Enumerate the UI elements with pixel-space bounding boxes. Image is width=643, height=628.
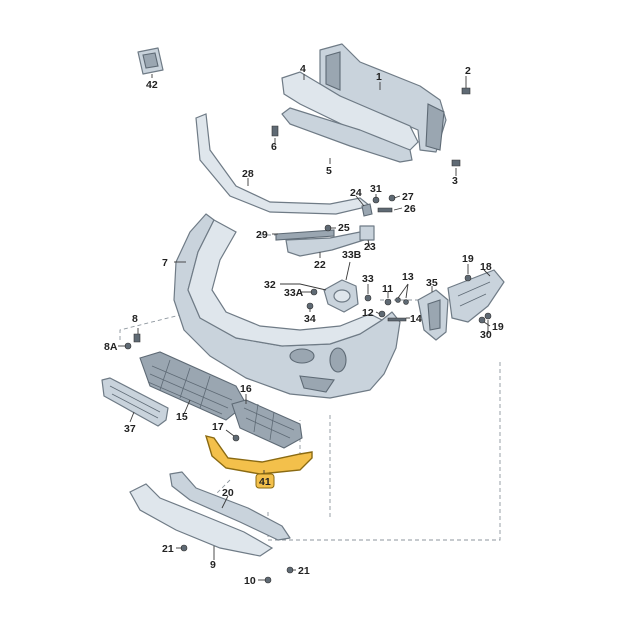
part-17-screw[interactable]: [232, 434, 240, 442]
part-42-clip[interactable]: [137, 47, 164, 75]
callout-21-left[interactable]: 21: [162, 543, 174, 555]
part-3-screw[interactable]: [451, 159, 461, 167]
part-23-clip[interactable]: [359, 225, 375, 241]
part-14-strip[interactable]: [387, 317, 407, 322]
part-33b-fog-bracket[interactable]: [323, 279, 359, 313]
callout-35[interactable]: 35: [426, 277, 438, 289]
part-37-grille-insert[interactable]: [101, 377, 169, 427]
callout-23[interactable]: 23: [364, 241, 376, 253]
callout-28[interactable]: 28: [242, 168, 254, 180]
callout-labels: 42 1 2 3 4 5 6 28 7 24 31 27 26 25 29 22…: [104, 63, 504, 587]
part-9-underbody[interactable]: [129, 483, 274, 557]
part-16-side-grille[interactable]: [231, 399, 303, 449]
callout-2[interactable]: 2: [465, 65, 471, 77]
callout-5[interactable]: 5: [326, 165, 332, 177]
part-4-absorber[interactable]: [281, 71, 419, 151]
callout-21-right[interactable]: 21: [298, 565, 310, 577]
callout-33[interactable]: 33: [362, 273, 374, 285]
part-7-bumper-cover[interactable]: [173, 213, 401, 399]
callout-29[interactable]: 29: [256, 229, 268, 241]
part-20-lower-spoiler[interactable]: [169, 471, 291, 541]
callout-32[interactable]: 32: [264, 279, 276, 291]
part-29-strip[interactable]: [275, 229, 335, 241]
callout-14[interactable]: 14: [410, 313, 422, 325]
part-18-bracket[interactable]: [447, 269, 505, 323]
callout-8[interactable]: 8: [132, 313, 138, 325]
part-19-screw-bottom[interactable]: [478, 316, 486, 324]
part-11-clip[interactable]: [384, 298, 392, 306]
callout-41[interactable]: 41: [259, 476, 271, 488]
part-2-screw[interactable]: [461, 87, 471, 95]
callout-11[interactable]: 11: [382, 283, 393, 295]
part-13-clips[interactable]: [395, 297, 409, 305]
part-41-chrome-trim[interactable]: [204, 435, 313, 475]
callout-15[interactable]: 15: [176, 411, 188, 423]
callout-1[interactable]: 1: [376, 71, 382, 83]
callout-3[interactable]: 3: [452, 175, 458, 187]
callout-26[interactable]: 26: [404, 203, 416, 215]
callout-20[interactable]: 20: [222, 487, 234, 499]
part-35-side-bracket[interactable]: [417, 289, 449, 341]
callout-27[interactable]: 27: [402, 191, 414, 203]
part-28-upper-trim[interactable]: [195, 113, 372, 215]
callout-31[interactable]: 31: [370, 183, 382, 195]
callout-33a[interactable]: 33A: [284, 287, 304, 299]
callout-34[interactable]: 34: [304, 313, 316, 325]
part-30-clip[interactable]: [484, 312, 492, 320]
part-5-lower-absorber[interactable]: [281, 107, 413, 163]
callout-9[interactable]: 9: [210, 559, 216, 571]
callout-12[interactable]: 12: [362, 307, 374, 319]
part-6-screw[interactable]: [271, 125, 279, 137]
part-33-screw[interactable]: [364, 294, 372, 302]
callout-10[interactable]: 10: [244, 575, 256, 587]
callout-22[interactable]: 22: [314, 259, 326, 271]
callout-30[interactable]: 30: [480, 329, 492, 341]
callout-6[interactable]: 6: [271, 141, 277, 153]
callout-25[interactable]: 25: [338, 222, 350, 234]
part-8-clip[interactable]: [133, 333, 141, 343]
callout-7[interactable]: 7: [162, 257, 168, 269]
callout-4[interactable]: 4: [300, 63, 306, 75]
callout-24[interactable]: 24: [350, 187, 362, 199]
part-22-bracket[interactable]: [285, 231, 365, 257]
callout-17[interactable]: 17: [212, 421, 224, 433]
callout-8a[interactable]: 8A: [104, 341, 118, 353]
callout-19-top[interactable]: 19: [462, 253, 474, 265]
callout-19-bottom[interactable]: 19: [492, 321, 504, 333]
part-19-screw-top[interactable]: [464, 274, 472, 282]
callout-33b[interactable]: 33B: [342, 249, 362, 261]
callout-42[interactable]: 42: [146, 79, 158, 91]
callout-13[interactable]: 13: [402, 271, 414, 283]
part-24-clip[interactable]: [361, 203, 373, 217]
part-26-bolt[interactable]: [377, 207, 393, 213]
callout-18[interactable]: 18: [480, 261, 492, 273]
callout-37[interactable]: 37: [124, 423, 136, 435]
callout-16[interactable]: 16: [240, 383, 252, 395]
callout-41-badge[interactable]: 41: [255, 473, 275, 489]
callout-leader-lines: [118, 74, 491, 581]
